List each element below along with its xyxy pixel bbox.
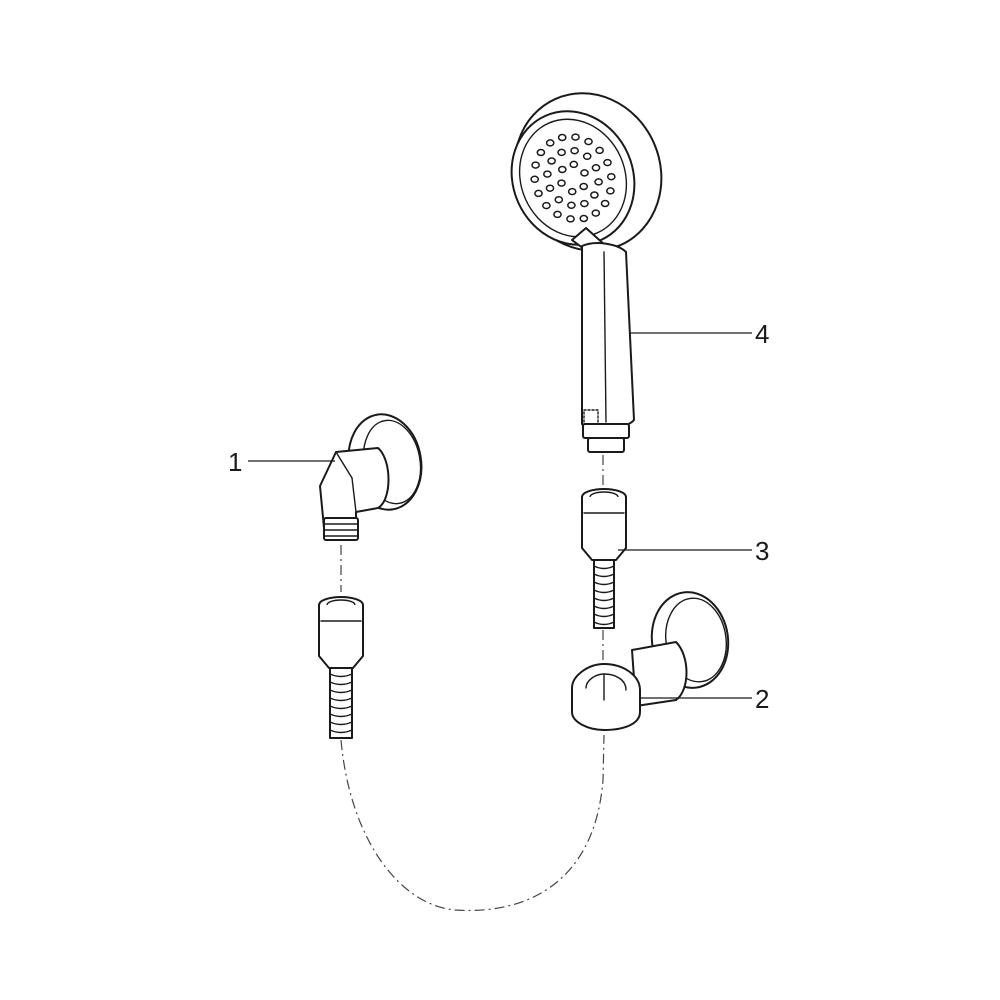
nozzle — [603, 158, 612, 167]
nozzle — [569, 160, 579, 169]
callout-leaders — [248, 332, 752, 699]
nozzle — [557, 165, 567, 174]
nozzle — [591, 209, 601, 217]
nozzle — [553, 210, 562, 219]
nozzle — [557, 133, 567, 142]
hose-ridge — [593, 565, 615, 570]
nozzle — [545, 184, 555, 192]
hose-ridge — [593, 621, 615, 626]
nozzle — [579, 214, 589, 223]
nozzle — [567, 187, 577, 196]
hose-connector-left — [318, 596, 364, 739]
nozzle — [584, 137, 593, 146]
nozzle — [542, 201, 551, 210]
hose-ridge — [329, 689, 353, 694]
hose-ridge — [329, 705, 353, 710]
nozzle — [582, 152, 592, 161]
nozzle — [606, 172, 616, 181]
assembly-axis-lines — [340, 455, 605, 912]
callout-3: 3 — [755, 536, 770, 566]
nozzle — [534, 189, 543, 198]
hose-ridges — [593, 565, 615, 626]
nozzle — [570, 146, 579, 155]
nozzle — [606, 187, 615, 195]
nozzle — [543, 170, 552, 178]
nozzle — [590, 191, 599, 199]
nozzle — [554, 195, 564, 204]
hose-ridge — [593, 589, 615, 594]
hose-ridge — [593, 605, 615, 610]
nozzle — [594, 178, 603, 186]
hose-ridge — [593, 597, 615, 602]
nozzle — [595, 146, 604, 155]
nozzle — [580, 199, 589, 208]
callout-2: 2 — [755, 684, 770, 714]
hose-ridge — [329, 681, 353, 686]
nozzle — [567, 201, 576, 210]
hose-ridge — [329, 713, 353, 718]
nozzle — [545, 139, 555, 147]
nozzle — [579, 182, 589, 191]
nozzle — [536, 148, 546, 157]
hose-ridges — [329, 673, 353, 734]
hose-ridge — [593, 613, 615, 618]
hose-ridge — [329, 697, 353, 702]
hand-shower — [510, 92, 663, 453]
nozzle — [571, 133, 580, 141]
nozzle — [530, 175, 540, 184]
callout-1: 1 — [228, 447, 243, 477]
hose-connector-right — [581, 488, 627, 629]
nozzle — [591, 164, 601, 172]
nozzle — [566, 215, 575, 223]
wall-outlet-elbow — [319, 413, 423, 541]
nozzle — [580, 169, 589, 177]
hose-ridge — [329, 673, 353, 678]
hose-ridge — [593, 573, 615, 578]
hose-ridge — [329, 721, 353, 726]
hose-ridge — [329, 729, 353, 734]
callout-4: 4 — [755, 319, 770, 349]
wall-holder — [571, 591, 730, 731]
nozzle — [531, 161, 540, 169]
nozzle — [557, 179, 566, 187]
nozzle — [547, 157, 556, 165]
spray-nozzles — [530, 133, 616, 223]
nozzle — [600, 199, 610, 208]
hose-ridge — [593, 581, 615, 586]
nozzle — [557, 148, 566, 157]
